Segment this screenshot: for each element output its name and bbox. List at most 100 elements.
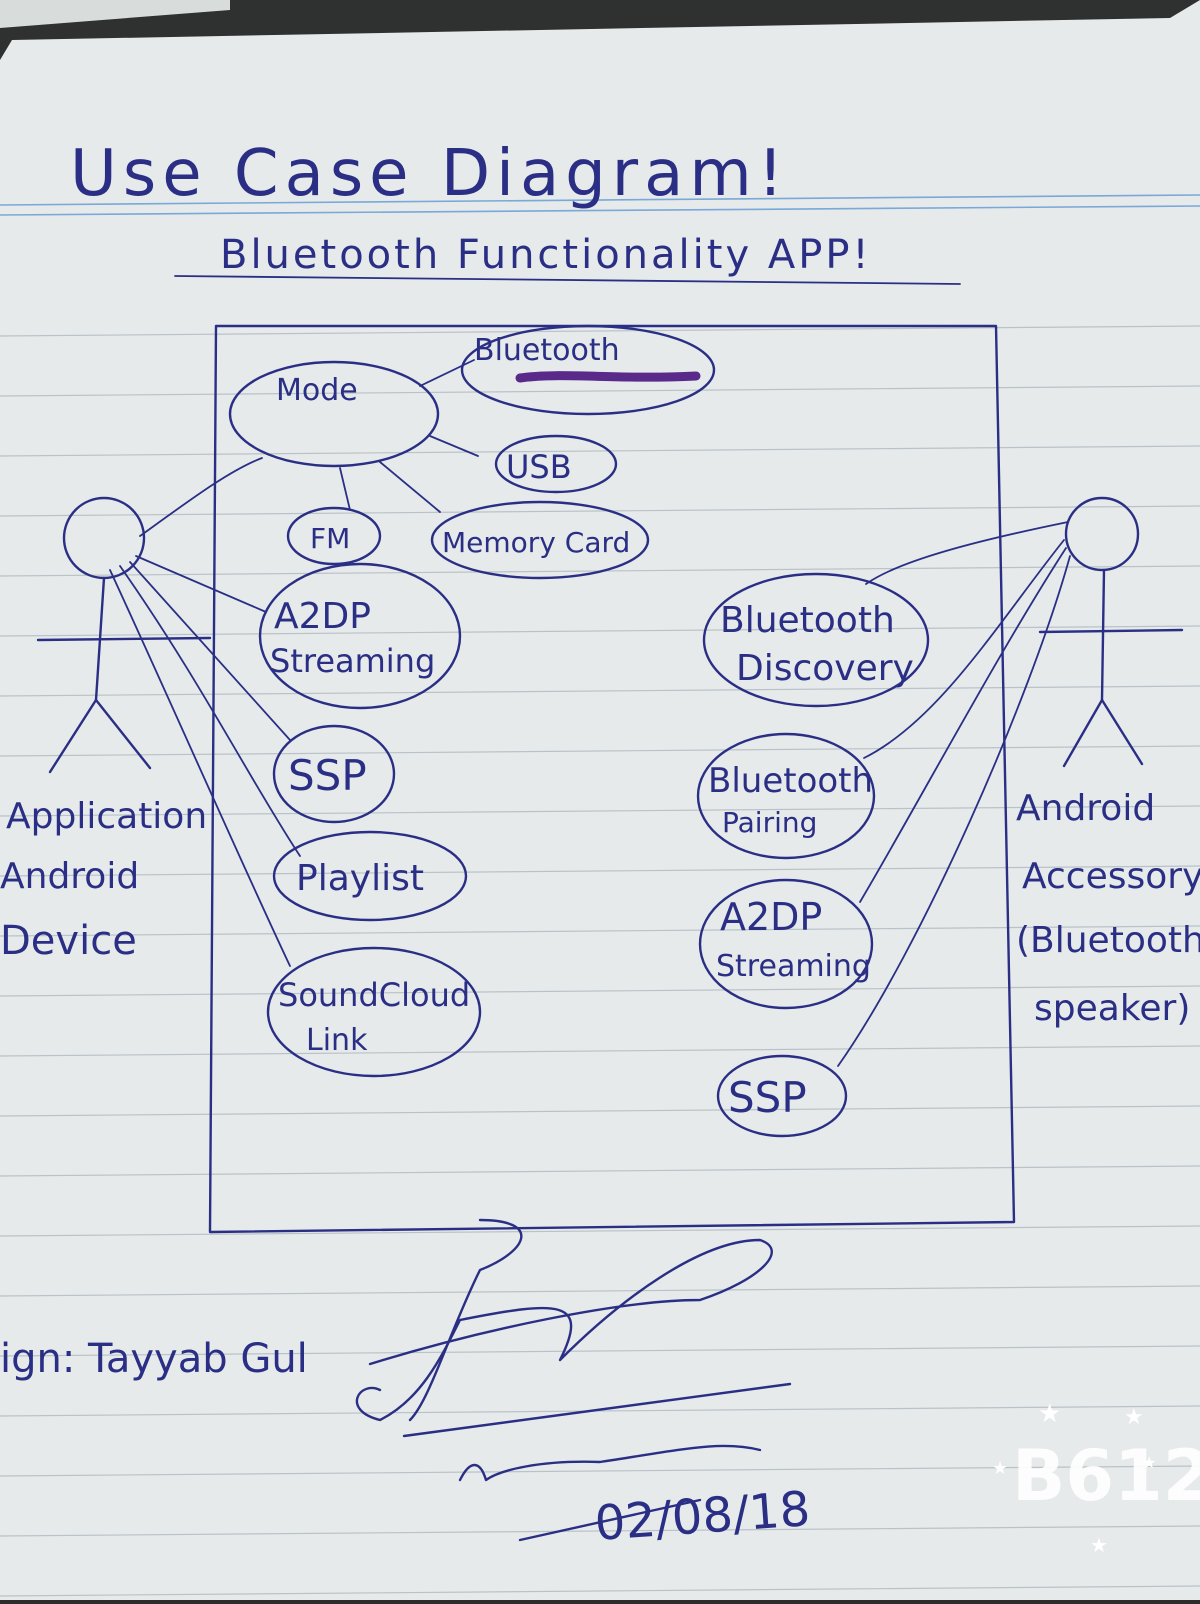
ruled-line [0, 325, 1200, 337]
watermark-star-icon: ★ [1142, 1453, 1156, 1472]
use-case-usb: USB [494, 434, 618, 494]
use-case-mode-label: Mode [276, 373, 358, 408]
use-case-a2dp-right-line2: Streaming [716, 949, 871, 984]
watermark-star-icon: ★ [1124, 1405, 1144, 1430]
use-case-playlist: Playlist [272, 830, 468, 922]
ruled-line [0, 625, 1200, 637]
ruled-line [0, 745, 1200, 757]
left-actor [36, 496, 212, 774]
use-case-memory-card-label: Memory Card [442, 526, 630, 559]
header-rule-2 [0, 205, 1200, 216]
right-actor-arms [1038, 628, 1184, 634]
handwritten-signature [355, 1218, 792, 1542]
ruled-line [0, 1525, 1200, 1537]
mode-to-usb [429, 435, 479, 457]
ruled-line [0, 1165, 1200, 1177]
left-associations [109, 457, 301, 967]
right-actor-body [1100, 568, 1106, 702]
ruled-lines [0, 325, 1200, 1597]
use-case-mode: Mode [228, 360, 440, 468]
system-boundary [208, 324, 1016, 1234]
b612-logo-text: B612 [1012, 1435, 1200, 1517]
left-actor-legs [48, 698, 152, 774]
ruled-line [0, 1105, 1200, 1117]
signer-name: ign: Tayyab Gul [0, 1336, 308, 1382]
right-actor [1038, 496, 1184, 768]
use-case-soundcloud-line2: Link [306, 1023, 368, 1058]
use-case-ssp-right-label: SSP [728, 1073, 807, 1122]
use-case-ssp-left: SSP [272, 724, 396, 824]
ruled-line [0, 985, 1200, 997]
mode-to-bluetooth [419, 359, 475, 387]
ruled-line [0, 1465, 1200, 1477]
assoc-right-a2dp [859, 547, 1067, 903]
ruled-line [0, 865, 1200, 877]
ruled-line [0, 1345, 1200, 1357]
right-actor-legs [1062, 698, 1144, 768]
ruled-line [0, 1225, 1200, 1237]
use-case-bt-pairing: Bluetooth Pairing [696, 732, 876, 860]
assoc-right-ssp [837, 555, 1071, 1067]
use-case-soundcloud: SoundCloud Link [266, 946, 482, 1078]
right-actor-label-line2: Accessory [1022, 856, 1200, 897]
watermark-star-icon: ★ [1090, 1533, 1108, 1557]
use-case-bluetooth-mode-label: Bluetooth [474, 333, 620, 368]
right-actor-label-line4: speaker) [1034, 988, 1190, 1029]
right-actor-label-line3: (Bluetooth [1016, 920, 1200, 961]
assoc-left-ssp [129, 561, 291, 741]
assoc-right-discovery [865, 521, 1069, 585]
use-case-a2dp-left-line2: Streaming [270, 642, 435, 680]
ruled-line [0, 445, 1200, 457]
paper-corner [0, 0, 230, 28]
ruled-line [0, 805, 1200, 817]
use-case-bt-pairing-line2: Pairing [722, 806, 817, 839]
ruled-line [0, 1585, 1200, 1597]
assoc-left-mode [139, 457, 263, 537]
mode-to-fm [339, 467, 351, 511]
right-actor-label-line1: Android [1016, 788, 1155, 829]
use-case-a2dp-left: A2DP Streaming [258, 562, 462, 710]
ruled-line [0, 1045, 1200, 1057]
mode-links [339, 359, 479, 513]
use-case-ssp-left-label: SSP [288, 751, 367, 800]
left-actor-label-line1: Application [6, 796, 207, 837]
use-case-bt-pairing-line1: Bluetooth [708, 761, 873, 801]
scribble-out [515, 371, 701, 383]
b612-watermark: B612 ★ ★ ★ ★ ★ [992, 1399, 1200, 1557]
mode-to-memory-card [379, 461, 441, 513]
use-case-memory-card: Memory Card [430, 500, 650, 580]
diagram-subtitle: Bluetooth Functionality APP! [220, 232, 871, 278]
use-case-bt-discovery-line2: Discovery [736, 648, 914, 689]
header-rule-1 [0, 194, 1200, 206]
use-case-a2dp-left-line1: A2DP [274, 596, 371, 637]
watermark-star-icon: ★ [992, 1458, 1008, 1479]
ruled-line [0, 1405, 1200, 1417]
ruled-line [0, 385, 1200, 397]
diagram-title: Use Case Diagram! [70, 137, 789, 211]
right-associations [837, 521, 1071, 1067]
assoc-left-a2dp [135, 555, 267, 613]
use-case-usb-label: USB [506, 448, 572, 486]
left-actor-label-line2: Android [0, 856, 139, 897]
assoc-left-soundcloud [109, 569, 291, 967]
ruled-line [0, 1285, 1200, 1297]
use-case-fm-label: FM [310, 522, 350, 555]
use-case-ssp-right: SSP [716, 1054, 848, 1138]
use-case-fm: FM [286, 506, 382, 566]
ruled-line [0, 685, 1200, 697]
subtitle-underline [174, 275, 961, 285]
use-case-playlist-label: Playlist [296, 858, 424, 899]
use-case-bluetooth-mode: Bluetooth [460, 324, 716, 416]
use-case-a2dp-right: A2DP Streaming [698, 878, 874, 1010]
use-case-a2dp-right-line1: A2DP [720, 895, 822, 939]
watermark-star-icon: ★ [1038, 1399, 1061, 1429]
left-actor-label-line3: Device [0, 918, 137, 964]
right-actor-head [1064, 496, 1140, 572]
ruled-line [0, 925, 1200, 937]
use-case-soundcloud-line1: SoundCloud [278, 976, 470, 1014]
use-case-bt-discovery-line1: Bluetooth [720, 600, 895, 641]
assoc-right-pairing [863, 539, 1065, 759]
